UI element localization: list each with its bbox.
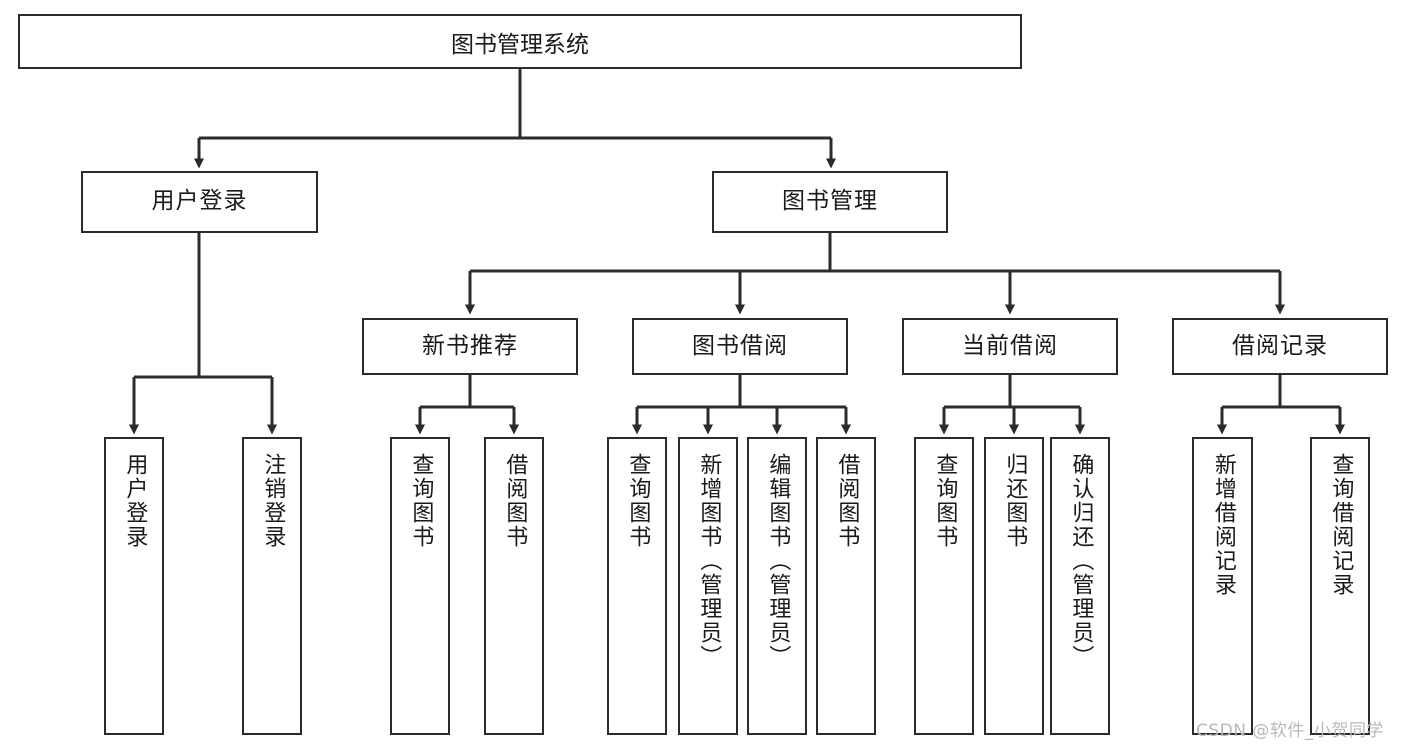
node-add-borrow-record[interactable]: 新增借阅记录: [1192, 437, 1253, 735]
node-root-label: 图书管理系统: [451, 31, 589, 58]
csdn-watermark: CSDN @软件_小贺同学: [1196, 721, 1384, 741]
node-query-book-current[interactable]: 查询图书: [914, 437, 974, 735]
node-user-login-leaf-label: 用户登录: [122, 453, 148, 549]
node-query-book-current-label: 查询图书: [932, 453, 958, 549]
node-root[interactable]: 图书管理系统: [18, 14, 1022, 69]
node-return-book-label: 归还图书: [1002, 453, 1028, 549]
node-query-borrow-record[interactable]: 查询借阅记录: [1310, 437, 1370, 735]
node-user-login-label: 用户登录: [151, 188, 248, 215]
node-confirm-return-admin-label: 确认归还（管理员）: [1068, 453, 1094, 669]
node-book-borrow-label: 图书借阅: [692, 332, 788, 359]
node-add-book-admin-label: 新增图书（管理员）: [696, 453, 722, 669]
node-new-book-recommend[interactable]: 新书推荐: [362, 318, 578, 375]
node-query-book-recommend-label: 查询图书: [408, 453, 434, 549]
node-query-borrow-record-label: 查询借阅记录: [1328, 453, 1354, 597]
node-query-book-borrow[interactable]: 查询图书: [607, 437, 667, 735]
node-book-manage[interactable]: 图书管理: [712, 171, 948, 233]
node-add-book-admin[interactable]: 新增图书（管理员）: [678, 437, 738, 735]
node-edit-book-admin-label: 编辑图书（管理员）: [765, 453, 791, 669]
node-book-borrow[interactable]: 图书借阅: [632, 318, 848, 375]
node-borrow-record-label: 借阅记录: [1232, 332, 1328, 359]
node-logout-leaf-label: 注销登录: [260, 453, 286, 549]
node-borrow-record[interactable]: 借阅记录: [1172, 318, 1388, 375]
node-borrow-book-recommend-label: 借阅图书: [502, 453, 528, 549]
node-confirm-return-admin[interactable]: 确认归还（管理员）: [1050, 437, 1110, 735]
node-current-borrow-label: 当前借阅: [962, 332, 1058, 359]
node-borrow-book-borrow-label: 借阅图书: [834, 453, 860, 549]
node-borrow-book-recommend[interactable]: 借阅图书: [484, 437, 544, 735]
node-new-book-recommend-label: 新书推荐: [422, 332, 518, 359]
node-query-book-recommend[interactable]: 查询图书: [390, 437, 450, 735]
node-user-login[interactable]: 用户登录: [81, 171, 318, 233]
node-borrow-book-borrow[interactable]: 借阅图书: [816, 437, 876, 735]
node-book-manage-label: 图书管理: [782, 188, 878, 215]
node-query-book-borrow-label: 查询图书: [625, 453, 651, 549]
node-current-borrow[interactable]: 当前借阅: [902, 318, 1118, 375]
node-add-borrow-record-label: 新增借阅记录: [1210, 453, 1236, 597]
node-return-book[interactable]: 归还图书: [984, 437, 1044, 735]
node-logout-leaf[interactable]: 注销登录: [242, 437, 302, 735]
node-user-login-leaf[interactable]: 用户登录: [104, 437, 164, 735]
node-edit-book-admin[interactable]: 编辑图书（管理员）: [747, 437, 807, 735]
